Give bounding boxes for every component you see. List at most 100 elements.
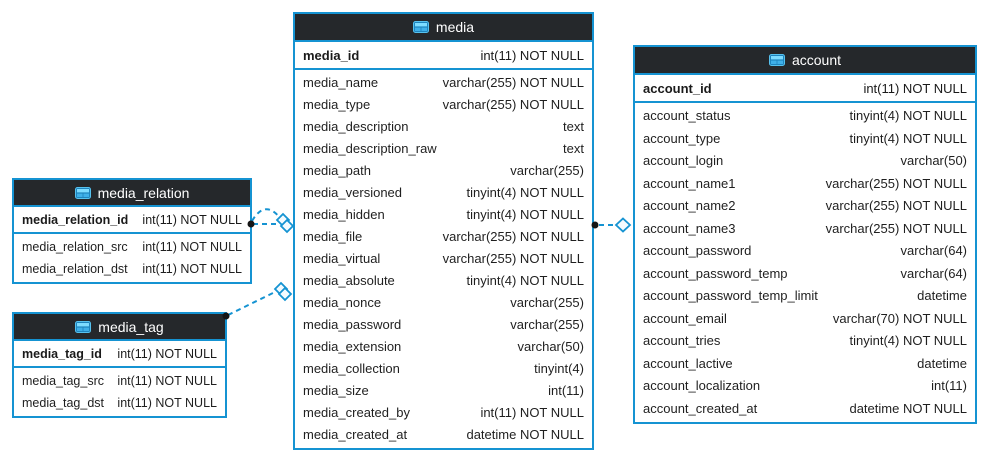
field-type: varchar(255) NOT NULL — [442, 251, 584, 266]
field-name: media_path — [303, 163, 371, 178]
table-media-relation[interactable]: media_relation media_relation_id int(11)… — [12, 178, 252, 284]
table-icon — [768, 54, 785, 66]
relationship-diamond — [614, 217, 632, 233]
field-type: varchar(255) — [510, 163, 584, 178]
field-name: media_tag_dst — [22, 396, 105, 410]
field-name: media_tag_id — [22, 346, 102, 361]
relationship-line-media-tag-media[interactable] — [227, 291, 276, 316]
table-title: account — [791, 52, 842, 68]
table-media-relation-header[interactable]: media_relation — [14, 180, 250, 207]
field-type: varchar(255) NOT NULL — [825, 220, 967, 236]
field-row[interactable]: media_extension varchar(50) — [295, 336, 592, 358]
field-type: varchar(255) — [510, 317, 584, 332]
table-icon — [412, 21, 429, 33]
field-name: account_created_at — [643, 400, 758, 416]
field-row[interactable]: account_created_at datetime NOT NULL — [635, 398, 975, 421]
field-name: media_name — [303, 75, 379, 90]
field-name: media_tag_src — [22, 374, 104, 388]
field-name: account_password — [643, 243, 752, 258]
table-media-header[interactable]: media — [295, 14, 592, 42]
field-row[interactable]: account_password varchar(64) — [635, 240, 975, 263]
field-type: varchar(255) NOT NULL — [825, 175, 967, 191]
field-name: account_name3 — [643, 220, 736, 236]
table-title: media — [435, 19, 475, 35]
field-name: media_description_raw — [303, 141, 437, 156]
field-name: account_name1 — [643, 175, 736, 191]
field-name: media_versioned — [303, 185, 403, 200]
field-type: varchar(50) — [517, 339, 584, 354]
field-name: account_localization — [643, 378, 761, 393]
field-row[interactable]: account_name2 varchar(255) NOT NULL — [635, 195, 975, 218]
field-type: varchar(255) NOT NULL — [825, 198, 967, 213]
table-title: media_tag — [98, 318, 164, 335]
table-icon — [75, 320, 92, 333]
field-type: int(11) — [548, 383, 584, 398]
field-type: varchar(70) NOT NULL — [832, 310, 967, 326]
field-type: datetime — [917, 355, 967, 371]
field-row[interactable]: media_tag_dst int(11) NOT NULL — [14, 392, 225, 414]
field-type: varchar(64) — [900, 243, 967, 258]
table-media-tag[interactable]: media_tag media_tag_id int(11) NOT NULL … — [12, 312, 227, 418]
field-name: media_extension — [303, 339, 402, 354]
field-name: media_collection — [303, 361, 400, 376]
relationship-diamond — [275, 212, 291, 228]
field-type: tinyint(4) NOT NULL — [849, 108, 967, 123]
field-row[interactable]: media_collection tinyint(4) — [295, 358, 592, 380]
table-media-tag-header[interactable]: media_tag — [14, 314, 225, 341]
table-account-header[interactable]: account — [635, 47, 975, 75]
primary-key-row[interactable]: media_tag_id int(11) NOT NULL — [14, 341, 225, 368]
field-name: media_absolute — [303, 273, 395, 288]
field-type: varchar(255) NOT NULL — [442, 97, 584, 112]
field-type: tinyint(4) NOT NULL — [849, 333, 967, 348]
field-type: int(11) NOT NULL — [117, 396, 217, 410]
primary-key-row[interactable]: media_id int(11) NOT NULL — [295, 42, 592, 70]
field-name: account_name2 — [643, 198, 736, 213]
table-media[interactable]: media media_id int(11) NOT NULL media_na… — [293, 12, 594, 450]
field-row[interactable]: media_path varchar(255) — [295, 160, 592, 182]
table-title: media_relation — [97, 184, 190, 201]
primary-key-row[interactable]: media_relation_id int(11) NOT NULL — [14, 207, 250, 234]
field-row[interactable]: account_name1 varchar(255) NOT NULL — [635, 173, 975, 196]
field-name: media_id — [303, 47, 360, 63]
field-name: media_hidden — [303, 207, 385, 222]
field-row[interactable]: account_name3 varchar(255) NOT NULL — [635, 218, 975, 241]
field-type: datetime NOT NULL — [849, 400, 967, 416]
relationship-line-media-relation-media-arc[interactable] — [251, 208, 281, 222]
primary-key-row[interactable]: account_id int(11) NOT NULL — [635, 75, 975, 103]
field-type: int(11) NOT NULL — [117, 346, 217, 361]
field-type: varchar(255) NOT NULL — [442, 229, 584, 244]
table-account[interactable]: account account_id int(11) NOT NULL acco… — [633, 45, 977, 424]
field-type: tinyint(4) — [534, 361, 584, 376]
field-type: int(11) NOT NULL — [142, 240, 242, 254]
